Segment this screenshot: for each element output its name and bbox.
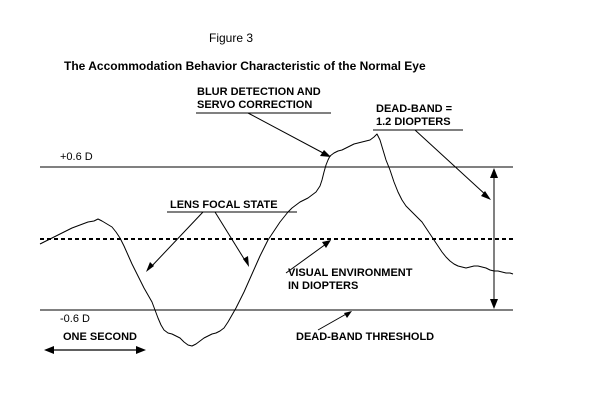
one-second-arrowhead-right xyxy=(136,346,146,354)
visual-environment-label-line1: VISUAL ENVIRONMENT xyxy=(288,267,413,279)
dead-band-label-line2: 1.2 DIOPTERS xyxy=(376,116,451,128)
dead-band-label-line1: DEAD-BAND = xyxy=(376,103,452,115)
lower-level-label: -0.6 D xyxy=(60,313,90,325)
visual-environment-arrowhead xyxy=(322,240,331,248)
one-second-label: ONE SECOND xyxy=(63,331,137,343)
dead-band-span-arrowhead-bottom xyxy=(490,299,498,309)
lens-focal-state-label: LENS FOCAL STATE xyxy=(170,199,278,211)
figure-title: The Accommodation Behavior Characteristi… xyxy=(64,59,426,73)
dead-band-pointer-line xyxy=(414,129,488,197)
dead-band-arrowhead xyxy=(481,191,491,200)
visual-environment-label-line2: IN DIOPTERS xyxy=(288,280,358,292)
lens-focal-state-arrowhead-right xyxy=(243,256,249,267)
upper-level-label: +0.6 D xyxy=(60,151,93,163)
visual-environment-pointer-line xyxy=(285,243,327,274)
figure-number: Figure 3 xyxy=(209,31,253,45)
dead-band-threshold-pointer-line xyxy=(317,312,349,331)
lens-focal-state-curve xyxy=(39,133,514,347)
dead-band-threshold-arrowhead xyxy=(344,311,352,318)
dead-band-span-arrowhead-top xyxy=(490,168,498,178)
lens-focal-state-pointer-right xyxy=(214,211,247,263)
blur-detection-label-line1: BLUR DETECTION AND xyxy=(197,86,321,98)
blur-detection-pointer-line xyxy=(247,112,326,155)
lens-focal-state-arrowhead-left xyxy=(146,262,154,272)
blur-detection-label-line2: SERVO CORRECTION xyxy=(197,99,312,111)
one-second-arrowhead-left xyxy=(44,346,54,354)
dead-band-threshold-label: DEAD-BAND THRESHOLD xyxy=(296,331,434,343)
lens-focal-state-pointer-left xyxy=(149,211,204,269)
blur-detection-arrowhead xyxy=(320,150,331,157)
